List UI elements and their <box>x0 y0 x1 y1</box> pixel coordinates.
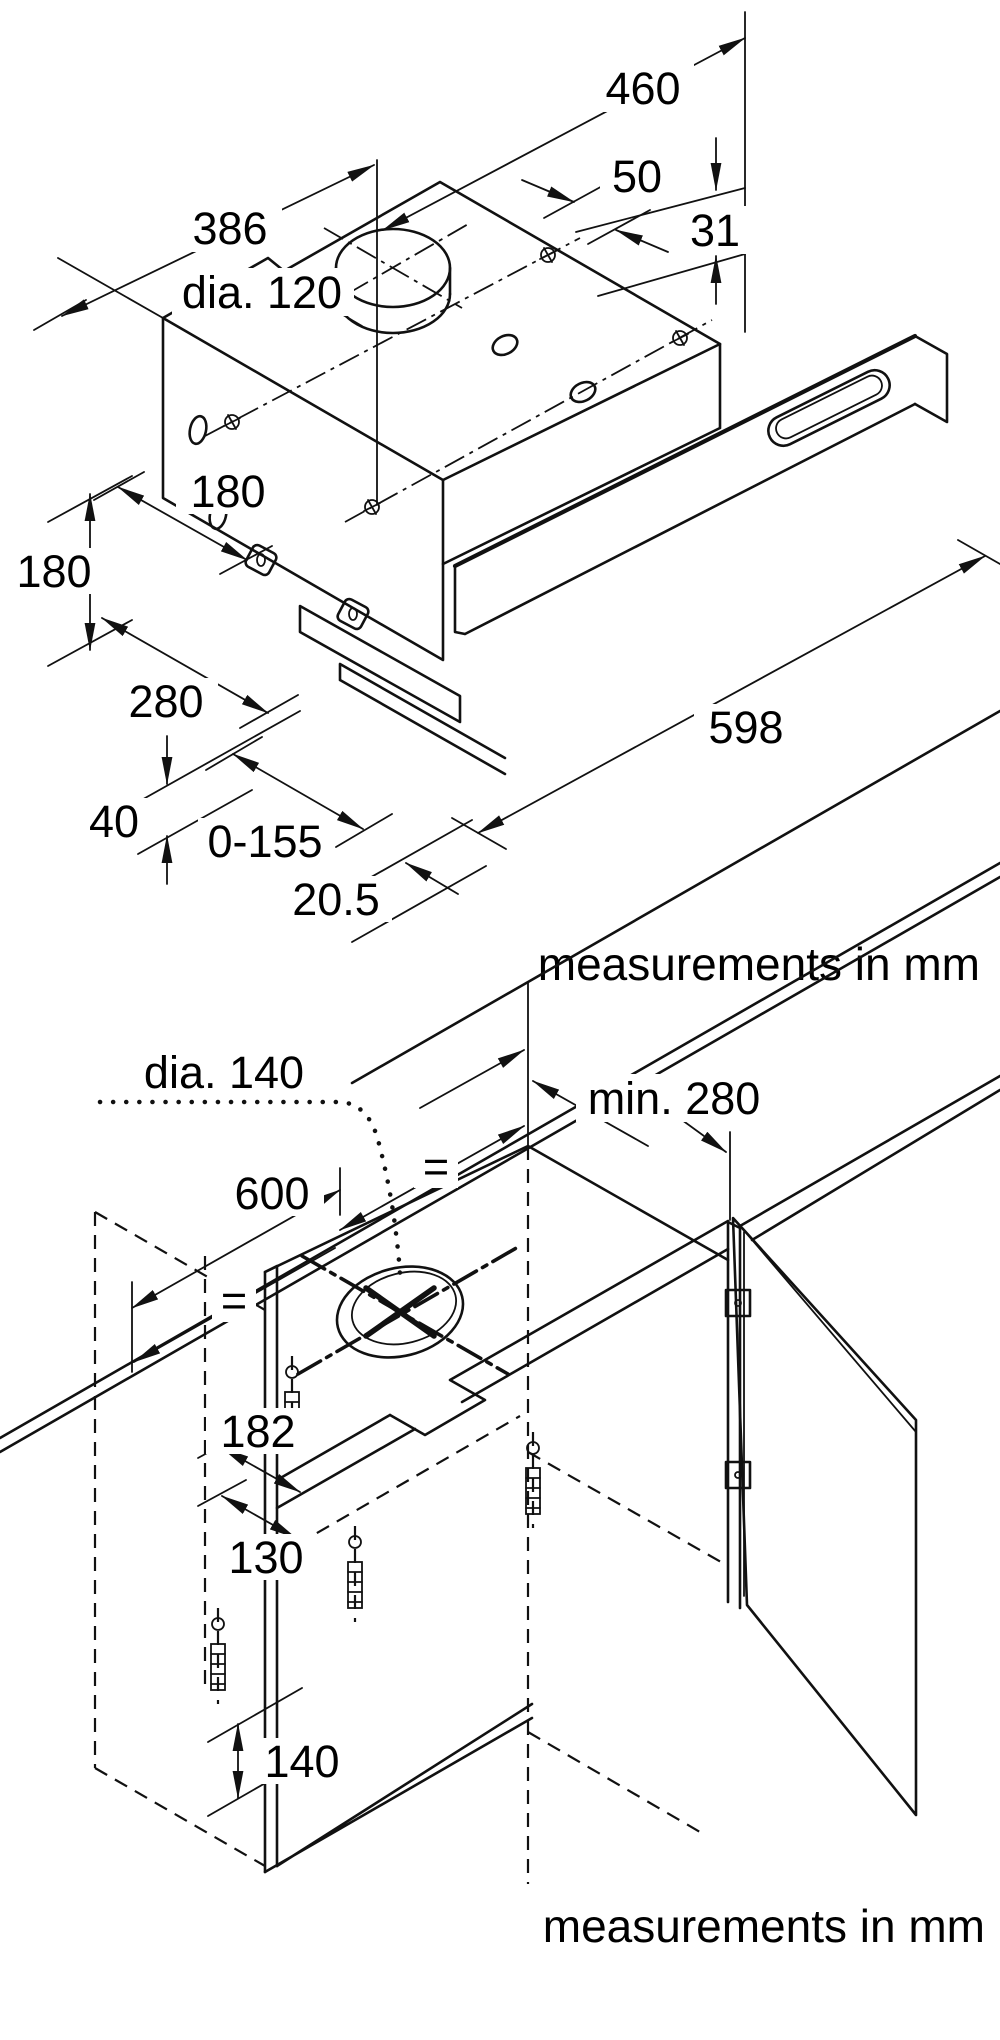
caption-top: measurements in mm <box>538 938 980 990</box>
handle-recess-icon <box>767 368 891 448</box>
hood-diagram: 460 50 31 386 dia. 120 180 180 280 598 4… <box>2 11 1000 990</box>
dim-label-front-height: 140 <box>264 1736 339 1787</box>
dim-label-bracket-depth: 180 <box>190 466 265 517</box>
cabinet-dimension-labels: dia. 140 min. 280 600 = = 182 130 140 me… <box>130 1047 985 1952</box>
hood-dimension-labels: 460 50 31 386 dia. 120 180 180 280 598 4… <box>2 63 980 990</box>
dim-label-equal-right: = <box>423 1141 449 1192</box>
dim-label-pullout-travel: 0-155 <box>207 816 322 867</box>
dim-label-body-height: 180 <box>16 546 91 597</box>
mounting-tab-icon <box>244 543 370 631</box>
dim-label-duct-diameter: dia. 120 <box>182 267 342 318</box>
caption-bottom: measurements in mm <box>543 1900 985 1952</box>
dim-label-body-depth: 280 <box>128 676 203 727</box>
dim-label-visor-width: 598 <box>708 702 783 753</box>
cabinet-diagram: dia. 140 min. 280 600 = = 182 130 140 me… <box>0 709 1000 1952</box>
screw-spring-icon <box>210 1608 226 1704</box>
dim-label-cutout-depth: 130 <box>228 1532 303 1583</box>
hinge-icon <box>724 1288 752 1490</box>
dim-label-visor-height: 40 <box>89 796 139 847</box>
dim-label-cabinet-width: 600 <box>234 1168 309 1219</box>
dim-label-equal-left: = <box>221 1275 247 1326</box>
dim-label-top-width: 460 <box>605 63 680 114</box>
screw-spring-icon <box>525 1432 541 1528</box>
dim-label-visor-offset: 20.5 <box>292 874 380 925</box>
hood-visor <box>298 333 949 776</box>
screw-icon <box>223 247 689 515</box>
dim-label-cutout-width: 182 <box>220 1406 295 1457</box>
screw-spring-icon <box>347 1526 363 1622</box>
dim-label-min-depth: min. 280 <box>588 1073 761 1124</box>
dim-label-screw-offset-a: 50 <box>612 151 662 202</box>
dim-label-screw-offset-b: 31 <box>690 205 740 256</box>
dim-label-hole-diameter: dia. 140 <box>144 1047 304 1098</box>
cabinet-door <box>724 1216 918 1817</box>
dim-label-top-depth: 386 <box>192 203 267 254</box>
duct-hole-icon <box>97 1099 520 1376</box>
